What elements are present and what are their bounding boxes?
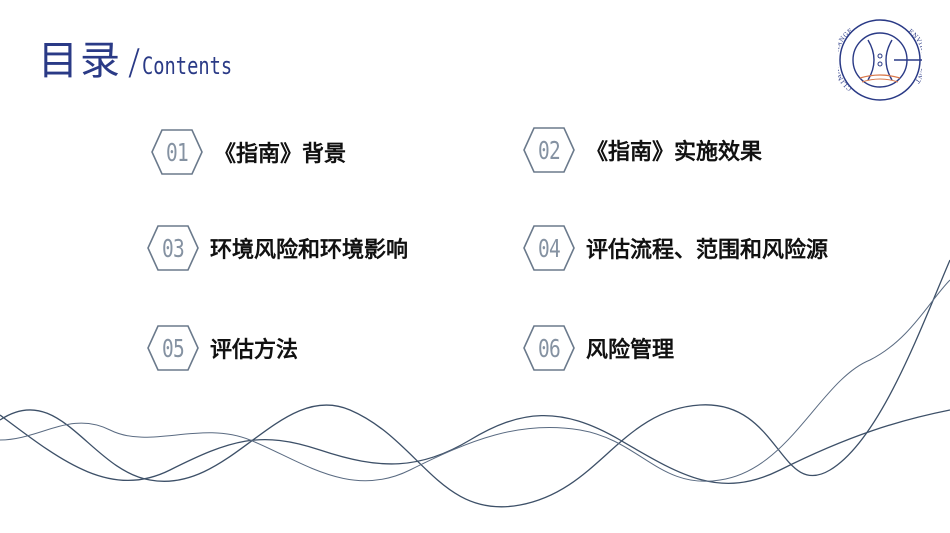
toc-number: 01 — [166, 137, 189, 167]
hexagon-number-badge: 06 — [522, 324, 576, 372]
toc-label: 风险管理 — [586, 338, 675, 363]
toc-label: 环境风险和环境影响 — [210, 238, 409, 263]
toc-number: 05 — [162, 333, 185, 363]
toc-item-03[interactable]: 03 环境风险和环境影响 — [146, 224, 408, 272]
toc-label: 《指南》背景 — [214, 142, 347, 167]
toc-number: 04 — [538, 233, 561, 263]
toc-number: 06 — [538, 333, 561, 363]
wave-line-3 — [0, 279, 950, 482]
hexagon-number-badge: 02 — [522, 126, 576, 174]
toc-item-05[interactable]: 05 评估方法 — [146, 324, 298, 372]
toc-label: 评估流程、范围和风险源 — [586, 238, 829, 263]
toc-label: 评估方法 — [210, 338, 299, 363]
wave-line-2 — [0, 409, 950, 484]
title-subtitle: Contents — [142, 52, 233, 80]
toc-item-06[interactable]: 06 风险管理 — [522, 324, 674, 372]
toc-item-01[interactable]: 01 《指南》背景 — [150, 128, 346, 176]
title-main: 目录 — [38, 38, 122, 84]
toc-number: 02 — [538, 135, 561, 165]
toc-number: 03 — [162, 233, 185, 263]
hexagon-number-badge: 04 — [522, 224, 576, 272]
toc-item-02[interactable]: 02 《指南》实施效果 — [522, 126, 762, 174]
toc-label: 《指南》实施效果 — [586, 140, 763, 165]
hexagon-number-badge: 05 — [146, 324, 200, 372]
wave-line-1 — [0, 259, 950, 508]
hexagon-number-badge: 03 — [146, 224, 200, 272]
toc-item-04[interactable]: 04 评估流程、范围和风险源 — [522, 224, 828, 272]
title-slash: / — [128, 42, 141, 83]
climate-change-environment-emblem: CLIMATE CHANGE ENVIRONMENT — [838, 19, 922, 101]
page-title: 目录 / Contents — [38, 28, 258, 86]
hexagon-number-badge: 01 — [150, 128, 204, 176]
